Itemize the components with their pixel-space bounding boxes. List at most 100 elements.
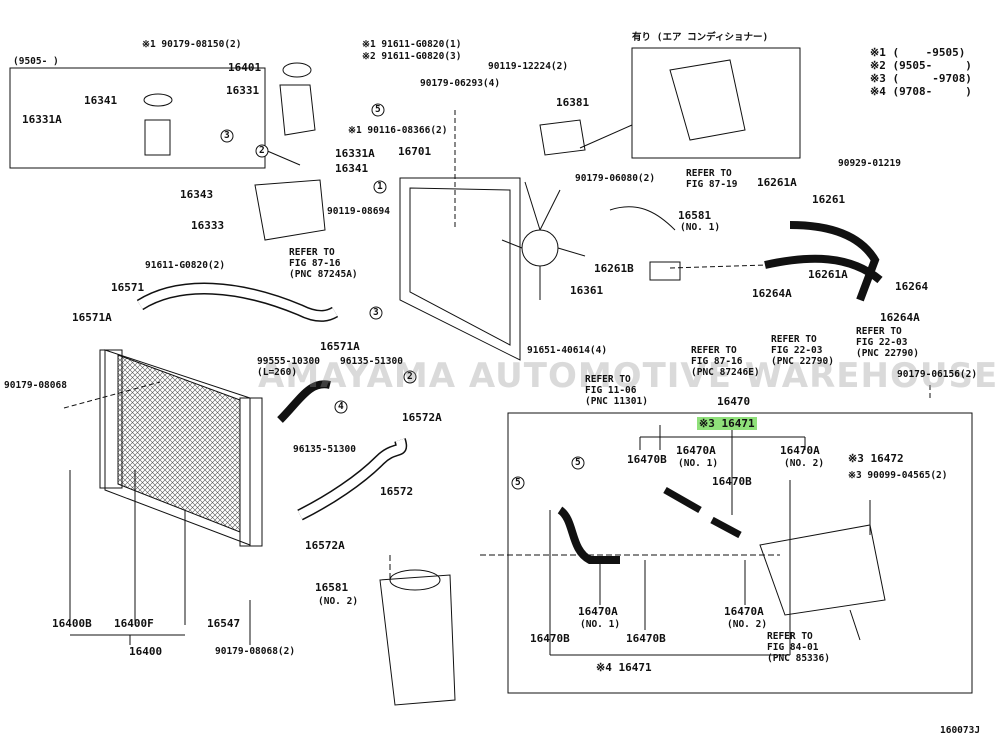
part-label[interactable]: 16341 bbox=[84, 94, 118, 107]
part-label[interactable]: 16701 bbox=[398, 145, 432, 158]
refer-to-note[interactable]: REFER TO FIG 11-06 (PNC 11301) bbox=[585, 374, 648, 407]
part-label[interactable]: 16547 bbox=[207, 617, 241, 630]
refer-to-note[interactable]: REFER TO FIG 22-03 (PNC 22790) bbox=[771, 334, 834, 367]
part-label[interactable]: (NO. 1) bbox=[580, 619, 621, 630]
part-label[interactable]: 16261 bbox=[812, 193, 846, 206]
part-label[interactable]: 16571A bbox=[320, 340, 360, 353]
part-label[interactable]: (NO. 2) bbox=[727, 619, 768, 630]
callout-5: 5 bbox=[375, 104, 381, 115]
part-label[interactable]: 16261A bbox=[757, 176, 797, 189]
part-label[interactable]: 16341 bbox=[335, 162, 369, 175]
part-label[interactable]: 96135-51300 bbox=[293, 444, 356, 455]
part-label[interactable]: 16470B bbox=[627, 453, 667, 466]
aircon-frame bbox=[631, 47, 801, 159]
fan-shroud-drawing bbox=[399, 177, 586, 361]
part-label[interactable]: 90119-08694 bbox=[327, 206, 390, 217]
part-label[interactable]: 90119-12224(2) bbox=[488, 61, 569, 72]
refer-to-note[interactable]: REFER TO FIG 84-01 (PNC 85336) bbox=[767, 631, 830, 664]
part-label[interactable]: (NO. 1) bbox=[678, 458, 719, 469]
refer-to-note[interactable]: REFER TO FIG 87-16 (PNC 87245A) bbox=[289, 247, 358, 280]
part-label[interactable]: (NO. 1) bbox=[680, 222, 721, 233]
aircon-note: 有り (エア コンディショナー) bbox=[632, 32, 769, 43]
part-label[interactable]: 16331A bbox=[22, 113, 62, 126]
part-label[interactable]: ※3 90099-04565(2) bbox=[848, 470, 948, 481]
legend-item-3: ※3 ( -9708) bbox=[870, 72, 972, 85]
part-label[interactable]: 16470 bbox=[717, 395, 751, 408]
part-label[interactable]: 16470A bbox=[578, 605, 618, 618]
callout-4: 4 bbox=[338, 401, 344, 412]
callout-3: 3 bbox=[373, 307, 379, 318]
thermostat-frame bbox=[9, 67, 266, 169]
part-label[interactable]: 91651-40614(4) bbox=[527, 345, 608, 356]
thermostat-note: (9505- ) bbox=[13, 56, 59, 67]
part-label[interactable]: ※1 90179-08150(2) bbox=[142, 39, 242, 50]
part-label[interactable]: 16264 bbox=[895, 280, 929, 293]
legend-item-1: ※1 ( -9505) bbox=[870, 46, 966, 59]
part-label[interactable]: 16361 bbox=[570, 284, 604, 297]
part-label[interactable]: 16400 bbox=[129, 645, 163, 658]
part-label[interactable]: 16581 bbox=[678, 209, 712, 222]
figure-id: 160073J bbox=[940, 725, 981, 736]
part-label[interactable]: 16261B bbox=[594, 262, 634, 275]
part-label[interactable]: (L=260) bbox=[257, 367, 298, 378]
legend-item-2: ※2 (9505- ) bbox=[870, 59, 972, 72]
callout-2: 2 bbox=[259, 145, 265, 156]
part-label[interactable]: 16261A bbox=[808, 268, 848, 281]
callout-3: 3 bbox=[224, 130, 230, 141]
part-label[interactable]: 16381 bbox=[556, 96, 590, 109]
refer-to-note[interactable]: REFER TO FIG 87-19 bbox=[686, 168, 738, 190]
part-label[interactable]: 16343 bbox=[180, 188, 214, 201]
part-label[interactable]: ※1 91611-G0820(1) bbox=[362, 39, 462, 50]
thermostat-leader bbox=[264, 149, 301, 166]
part-label[interactable]: 16470B bbox=[530, 632, 570, 645]
part-label[interactable]: 16571A bbox=[72, 311, 112, 324]
reservoir-frame bbox=[507, 412, 973, 694]
part-label[interactable]: 16470B bbox=[626, 632, 666, 645]
part-label[interactable]: 16572A bbox=[305, 539, 345, 552]
part-label[interactable]: ※2 91611-G0820(3) bbox=[362, 51, 462, 62]
part-label[interactable]: ※4 16471 bbox=[596, 661, 652, 674]
part-label[interactable]: 16401 bbox=[228, 61, 262, 74]
callout-5: 5 bbox=[515, 477, 521, 488]
watermark: AMAYAMA AUTOMOTIVE WAREHOUSE bbox=[258, 356, 999, 396]
part-label[interactable]: 90179-06080(2) bbox=[575, 173, 656, 184]
part-label[interactable]: 16333 bbox=[191, 219, 225, 232]
part-label[interactable]: 90179-06156(2) bbox=[897, 369, 978, 380]
part-label[interactable]: ※3 16472 bbox=[848, 452, 904, 465]
callout-1: 1 bbox=[377, 181, 383, 192]
highlight-marker: ※3 16471 bbox=[697, 417, 757, 430]
part-label[interactable]: 16470A bbox=[676, 444, 716, 457]
radiator-drawing bbox=[99, 349, 263, 547]
part-label[interactable]: 90179-06293(4) bbox=[420, 78, 501, 89]
part-label[interactable]: 96135-51300 bbox=[340, 356, 403, 367]
part-label[interactable]: ※1 90116-08366(2) bbox=[348, 125, 448, 136]
part-label[interactable]: 91611-G0820(2) bbox=[145, 260, 226, 271]
part-label[interactable]: 16572 bbox=[380, 485, 414, 498]
part-label[interactable]: 16470A bbox=[780, 444, 820, 457]
part-label[interactable]: (NO. 2) bbox=[784, 458, 825, 469]
part-label-highlighted[interactable]: ※3 16471 bbox=[697, 417, 757, 430]
part-label[interactable]: 99555-10300 bbox=[257, 356, 320, 367]
part-label[interactable]: 16264A bbox=[880, 311, 920, 324]
part-label[interactable]: 90179-08068(2) bbox=[215, 646, 296, 657]
part-label[interactable]: 16572A bbox=[402, 411, 442, 424]
refer-to-note[interactable]: REFER TO FIG 87-16 (PNC 87246E) bbox=[691, 345, 760, 378]
part-label[interactable]: 90929-01219 bbox=[838, 158, 901, 169]
part-label[interactable]: 16470B bbox=[712, 475, 752, 488]
part-label[interactable]: 16331 bbox=[226, 84, 260, 97]
part-label[interactable]: 16264A bbox=[752, 287, 792, 300]
legend-item-4: ※4 (9708- ) bbox=[870, 85, 972, 98]
callout-5: 5 bbox=[575, 457, 581, 468]
refer-to-note[interactable]: REFER TO FIG 22-03 (PNC 22790) bbox=[856, 326, 919, 359]
part-label[interactable]: 90179-08068 bbox=[4, 380, 67, 391]
callout-2: 2 bbox=[407, 371, 413, 382]
part-label[interactable]: 16400B bbox=[52, 617, 92, 630]
part-label[interactable]: 16470A bbox=[724, 605, 764, 618]
part-label[interactable]: 16400F bbox=[114, 617, 154, 630]
part-label[interactable]: 16331A bbox=[335, 147, 375, 160]
part-label[interactable]: (NO. 2) bbox=[318, 596, 359, 607]
part-label[interactable]: 16571 bbox=[111, 281, 145, 294]
part-label[interactable]: 16581 bbox=[315, 581, 349, 594]
